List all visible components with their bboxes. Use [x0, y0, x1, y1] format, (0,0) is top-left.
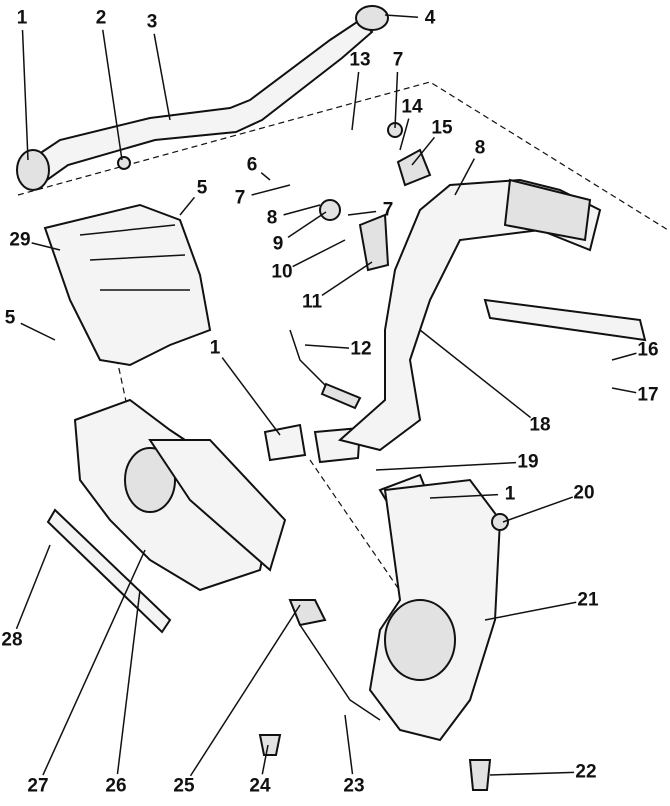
leader-line-1 [221, 357, 281, 436]
callout-number: 7 [234, 187, 246, 209]
bracket [396, 148, 432, 187]
callout-number: 11 [301, 291, 323, 313]
oxygen-sensor-wire [289, 329, 331, 391]
leader-line-29 [31, 242, 61, 251]
leader-line-12 [304, 344, 350, 349]
callout-number: 14 [401, 96, 423, 118]
callout-number: 8 [474, 137, 486, 159]
manifold-gasket [148, 439, 287, 572]
fuel-rail-bracket [46, 508, 172, 634]
leader-line-5 [20, 322, 56, 341]
leader-line-6 [260, 172, 271, 181]
leader-line-18 [419, 329, 532, 419]
callout-number: 20 [573, 482, 595, 504]
leader-line-11 [321, 261, 373, 296]
callout-number: 3 [146, 11, 158, 33]
callout-number: 13 [349, 49, 371, 71]
nut [117, 156, 131, 170]
callout-number: 1 [504, 483, 516, 505]
callout-number: 22 [575, 761, 597, 783]
oxygen-sensor [320, 382, 362, 410]
leader-line-25 [189, 604, 301, 777]
nut [491, 513, 509, 531]
leader-line-27 [42, 549, 146, 776]
bushing [319, 199, 341, 221]
leader-line-28 [15, 544, 51, 630]
callout-number: 7 [382, 199, 394, 221]
assembly-line [17, 81, 669, 231]
leader-line-20 [502, 496, 573, 523]
leader-line-7 [347, 210, 377, 216]
clamp-bracket [358, 213, 390, 272]
callout-number: 1 [209, 337, 221, 359]
pipe-flange [16, 149, 50, 191]
leader-line-13 [351, 71, 360, 131]
leader-line-21 [484, 601, 577, 621]
bolt [258, 734, 282, 756]
callout-number: 5 [4, 307, 16, 329]
leader-line-4 [384, 14, 419, 18]
leader-line-24 [261, 744, 269, 775]
bolt [468, 759, 492, 791]
catalytic-converter-rear [503, 178, 592, 242]
callout-number: 12 [350, 338, 372, 360]
heat-shield-bracket [483, 298, 647, 342]
callout-number: 8 [266, 207, 278, 229]
sensor-wire [299, 624, 381, 721]
leader-line-1 [429, 493, 499, 499]
callout-number: 19 [517, 451, 539, 473]
callout-number: 26 [105, 775, 127, 797]
clamp [355, 5, 389, 31]
gasket [263, 423, 307, 462]
leader-line-8 [283, 204, 321, 216]
center-exhaust-pipe [337, 178, 602, 452]
leader-line-1 [21, 29, 29, 161]
leader-line-9 [287, 211, 327, 238]
leader-line-7 [394, 71, 399, 129]
leader-lines [15, 14, 637, 777]
callout-number: 1 [16, 7, 28, 29]
callout-number: 16 [637, 339, 659, 361]
leader-line-3 [153, 33, 171, 121]
converter-body [384, 599, 456, 681]
callout-number: 29 [9, 229, 31, 251]
leader-line-17 [611, 387, 637, 394]
leader-line-10 [292, 239, 346, 268]
manifold-outlet [124, 447, 176, 513]
callout-number: 2 [95, 7, 107, 29]
leader-line-8 [454, 158, 476, 196]
callout-number: 23 [343, 775, 365, 797]
callout-number: 24 [249, 775, 271, 797]
front-exhaust-pipe [28, 18, 374, 187]
callout-number: 7 [392, 49, 404, 71]
leader-line-23 [344, 714, 354, 775]
leader-line-5 [179, 196, 196, 216]
callout-number: 15 [431, 117, 453, 139]
callout-number: 17 [637, 384, 659, 406]
leader-line-22 [489, 771, 575, 776]
callout-number: 27 [27, 775, 49, 797]
callout-number: 25 [173, 775, 195, 797]
callout-number: 6 [246, 154, 258, 176]
leader-line-16 [611, 352, 637, 361]
callout-number: 28 [1, 629, 23, 651]
callout-number: 5 [196, 177, 208, 199]
heat-shield-ribs [79, 224, 190, 291]
leader-line-19 [375, 461, 517, 471]
leader-line-15 [411, 136, 436, 166]
callout-number: 21 [577, 589, 599, 611]
callout-number: 10 [271, 261, 293, 283]
leader-line-7 [251, 184, 291, 196]
leader-line-2 [102, 29, 123, 161]
heat-shield [43, 203, 212, 367]
callout-number: 18 [529, 414, 551, 436]
callout-number: 4 [424, 7, 436, 29]
leader-line-14 [399, 118, 410, 151]
leader-line-26 [116, 589, 141, 775]
callout-number: 9 [272, 233, 284, 255]
